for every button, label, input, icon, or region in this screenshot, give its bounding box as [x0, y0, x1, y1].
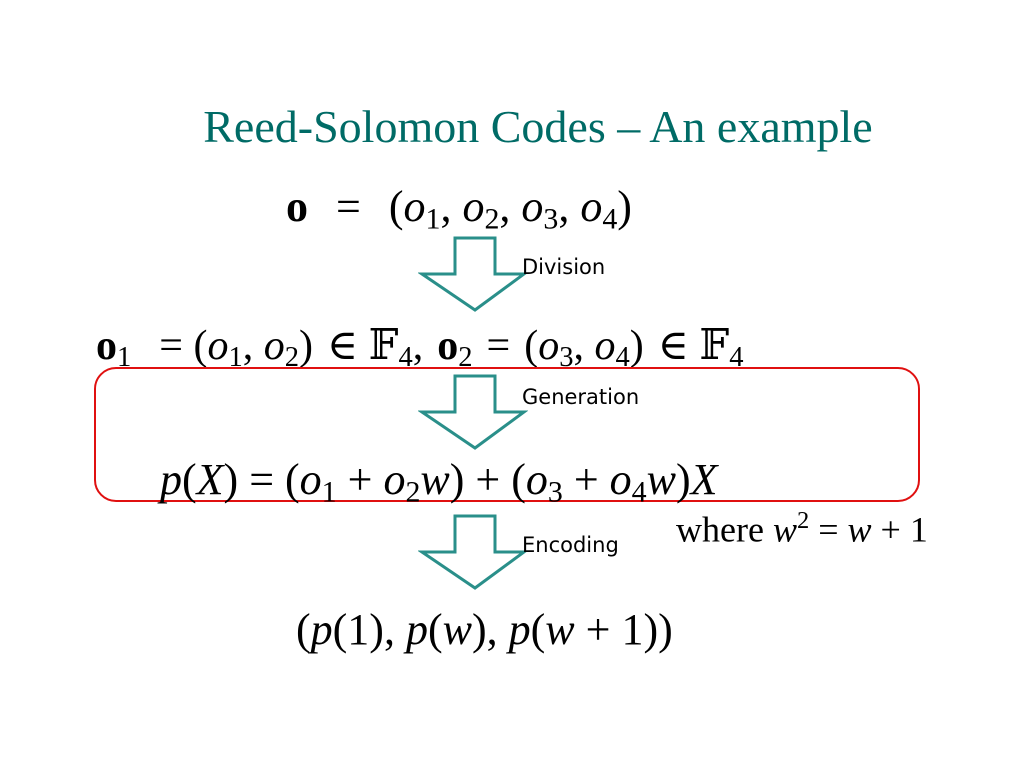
split-equation: o1= (o1, o2)∈ 𝔽4,o2=(o3, o4)∈ 𝔽4	[96, 320, 744, 374]
division-arrow-icon	[418, 236, 528, 312]
step-label-encoding: Encoding	[522, 533, 619, 557]
step-label-generation: Generation	[522, 385, 640, 409]
codeword-expression: (p(1), p(w), p(w + 1))	[296, 605, 673, 654]
generation-highlight-box	[94, 367, 920, 502]
field-relation-note: where w2 = w + 1	[676, 507, 928, 550]
message-vector-equation: o=(o1, o2, o3, o4)	[286, 182, 632, 236]
step-label-division: Division	[522, 255, 606, 279]
slide-title: Reed-Solomon Codes – An example	[203, 101, 873, 152]
polynomial-equation: p(X) = (o1 + o2w) + (o3 + o4w)X	[160, 455, 718, 509]
encoding-arrow-icon	[418, 514, 528, 590]
generation-arrow-icon	[418, 374, 528, 450]
